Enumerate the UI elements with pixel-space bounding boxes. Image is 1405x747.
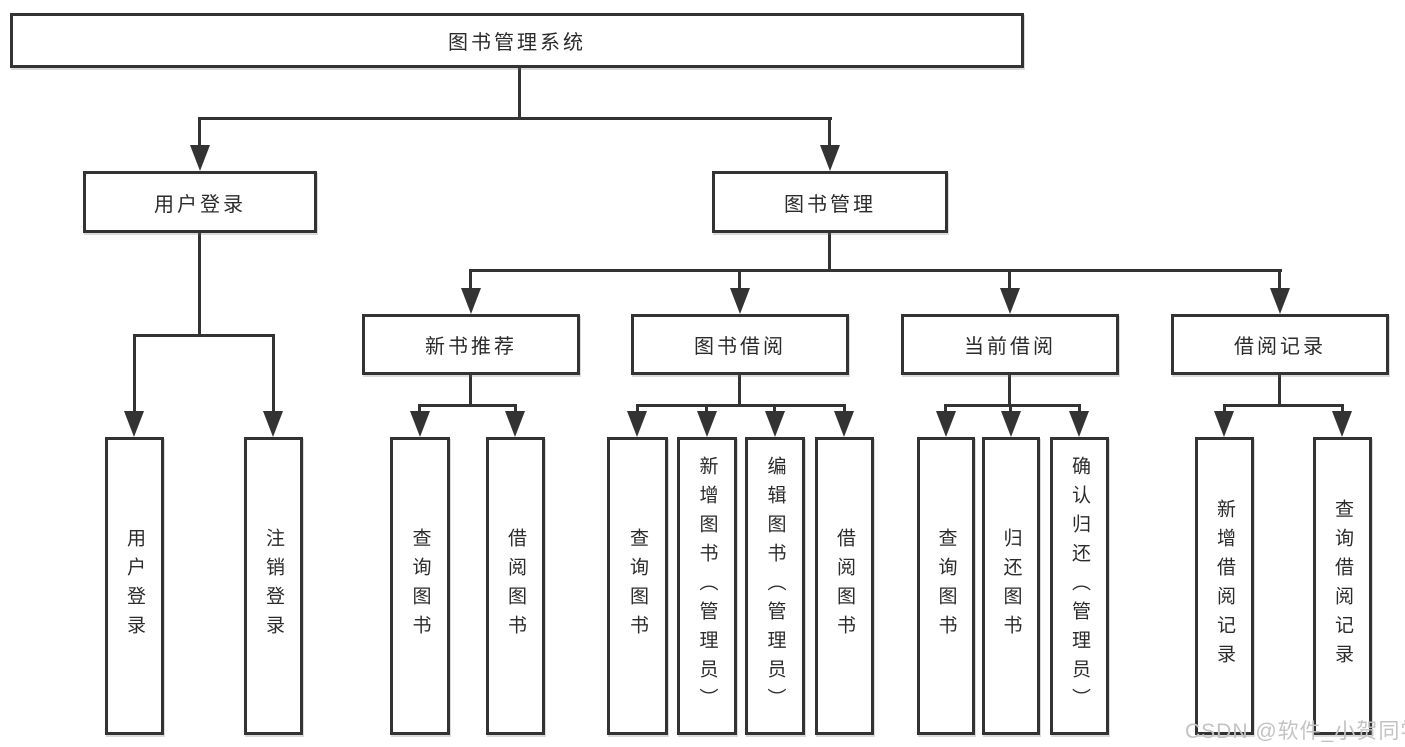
leaf-query-books-borrow: 查询图书 [607, 437, 668, 735]
leaf-label: 确认归还（管理员） [1069, 455, 1090, 717]
connector-line [418, 404, 421, 413]
arrow-down-icon [263, 411, 283, 437]
arrow-down-icon [834, 411, 854, 437]
arrow-down-icon [936, 411, 956, 437]
leaf-logout: 注销登录 [244, 437, 303, 735]
connector-line [198, 117, 201, 147]
connector-line [1008, 375, 1011, 406]
arrow-down-icon [461, 288, 481, 314]
connector-line [945, 404, 1081, 407]
arrow-down-icon [124, 411, 144, 437]
arrow-down-icon [730, 288, 750, 314]
connector-line [738, 269, 741, 290]
connector-line [1341, 404, 1344, 413]
arrow-down-icon [1270, 288, 1290, 314]
arrow-down-icon [1069, 411, 1089, 437]
arrow-down-icon [505, 411, 525, 437]
connector-line [133, 334, 275, 337]
connector-line [773, 404, 776, 413]
connector-line [469, 269, 472, 290]
leaf-confirm-return-admin: 确认归还（管理员） [1050, 437, 1109, 735]
leaf-label: 查询借阅记录 [1332, 499, 1353, 673]
connector-line [198, 233, 201, 336]
arrow-down-icon [1214, 411, 1234, 437]
leaf-label: 新增图书（管理员） [696, 455, 718, 717]
leaf-label: 查询图书 [935, 528, 957, 644]
arrow-down-icon [765, 411, 785, 437]
connector-line [636, 404, 639, 413]
connector-line [828, 233, 831, 271]
leaf-label: 查询图书 [627, 528, 648, 644]
connector-line [738, 375, 741, 406]
leaf-label: 用户登录 [124, 528, 145, 644]
leaf-label: 查询图书 [409, 528, 431, 644]
arrow-down-icon [410, 411, 430, 437]
arrow-down-icon [1332, 411, 1352, 437]
connector-line [1009, 404, 1012, 413]
leaf-label: 编辑图书（管理员） [764, 455, 786, 717]
watermark: CSDN @软件_小贺同学 [1185, 720, 1405, 743]
node-book-borrow: 图书借阅 [631, 314, 849, 375]
connector-line [198, 117, 832, 120]
node-new-book-recommend: 新书推荐 [362, 314, 580, 375]
connector-line [1008, 269, 1011, 290]
connector-line [1078, 404, 1081, 413]
arrow-down-icon [1000, 288, 1020, 314]
leaf-query-borrow-record: 查询借阅记录 [1313, 437, 1372, 735]
leaf-label: 归还图书 [1000, 528, 1022, 644]
leaf-label: 新增借阅记录 [1214, 499, 1235, 673]
leaf-label: 注销登录 [263, 528, 284, 644]
arrow-down-icon [627, 411, 647, 437]
connector-line [705, 404, 708, 413]
leaf-query-books-current: 查询图书 [917, 437, 975, 735]
leaf-borrow-books-recommend: 借阅图书 [486, 437, 545, 735]
arrow-down-icon [697, 411, 717, 437]
connector-line [843, 404, 846, 413]
connector-line [1278, 375, 1281, 406]
connector-line [469, 375, 472, 406]
leaf-add-book-admin: 新增图书（管理员） [677, 437, 737, 735]
connector-line [636, 404, 846, 407]
leaf-label: 借阅图书 [505, 528, 526, 644]
leaf-add-borrow-record: 新增借阅记录 [1195, 437, 1254, 735]
leaf-return-book: 归还图书 [982, 437, 1040, 735]
node-root: 图书管理系统 [10, 13, 1024, 68]
connector-line [1223, 404, 1226, 413]
leaf-user-login: 用户登录 [105, 437, 164, 735]
leaf-label: 借阅图书 [834, 528, 855, 644]
connector-line [1278, 269, 1281, 290]
connector-line [1223, 404, 1344, 407]
arrow-down-icon [820, 145, 840, 171]
leaf-borrow-books: 借阅图书 [815, 437, 874, 735]
node-borrow-records: 借阅记录 [1171, 314, 1389, 375]
leaf-query-books-recommend: 查询图书 [390, 437, 450, 735]
connector-line [944, 404, 947, 413]
arrow-down-icon [1001, 411, 1021, 437]
connector-line [272, 334, 275, 413]
connector-line [828, 117, 831, 147]
connector-line [514, 404, 517, 413]
arrow-down-icon [190, 145, 210, 171]
node-current-borrow: 当前借阅 [901, 314, 1119, 375]
leaf-edit-book-admin: 编辑图书（管理员） [745, 437, 805, 735]
connector-line [469, 269, 1282, 272]
connector-line [419, 404, 517, 407]
connector-line [518, 68, 521, 118]
connector-line [133, 334, 136, 413]
node-book-management: 图书管理 [712, 171, 948, 233]
node-user-login: 用户登录 [83, 171, 317, 233]
